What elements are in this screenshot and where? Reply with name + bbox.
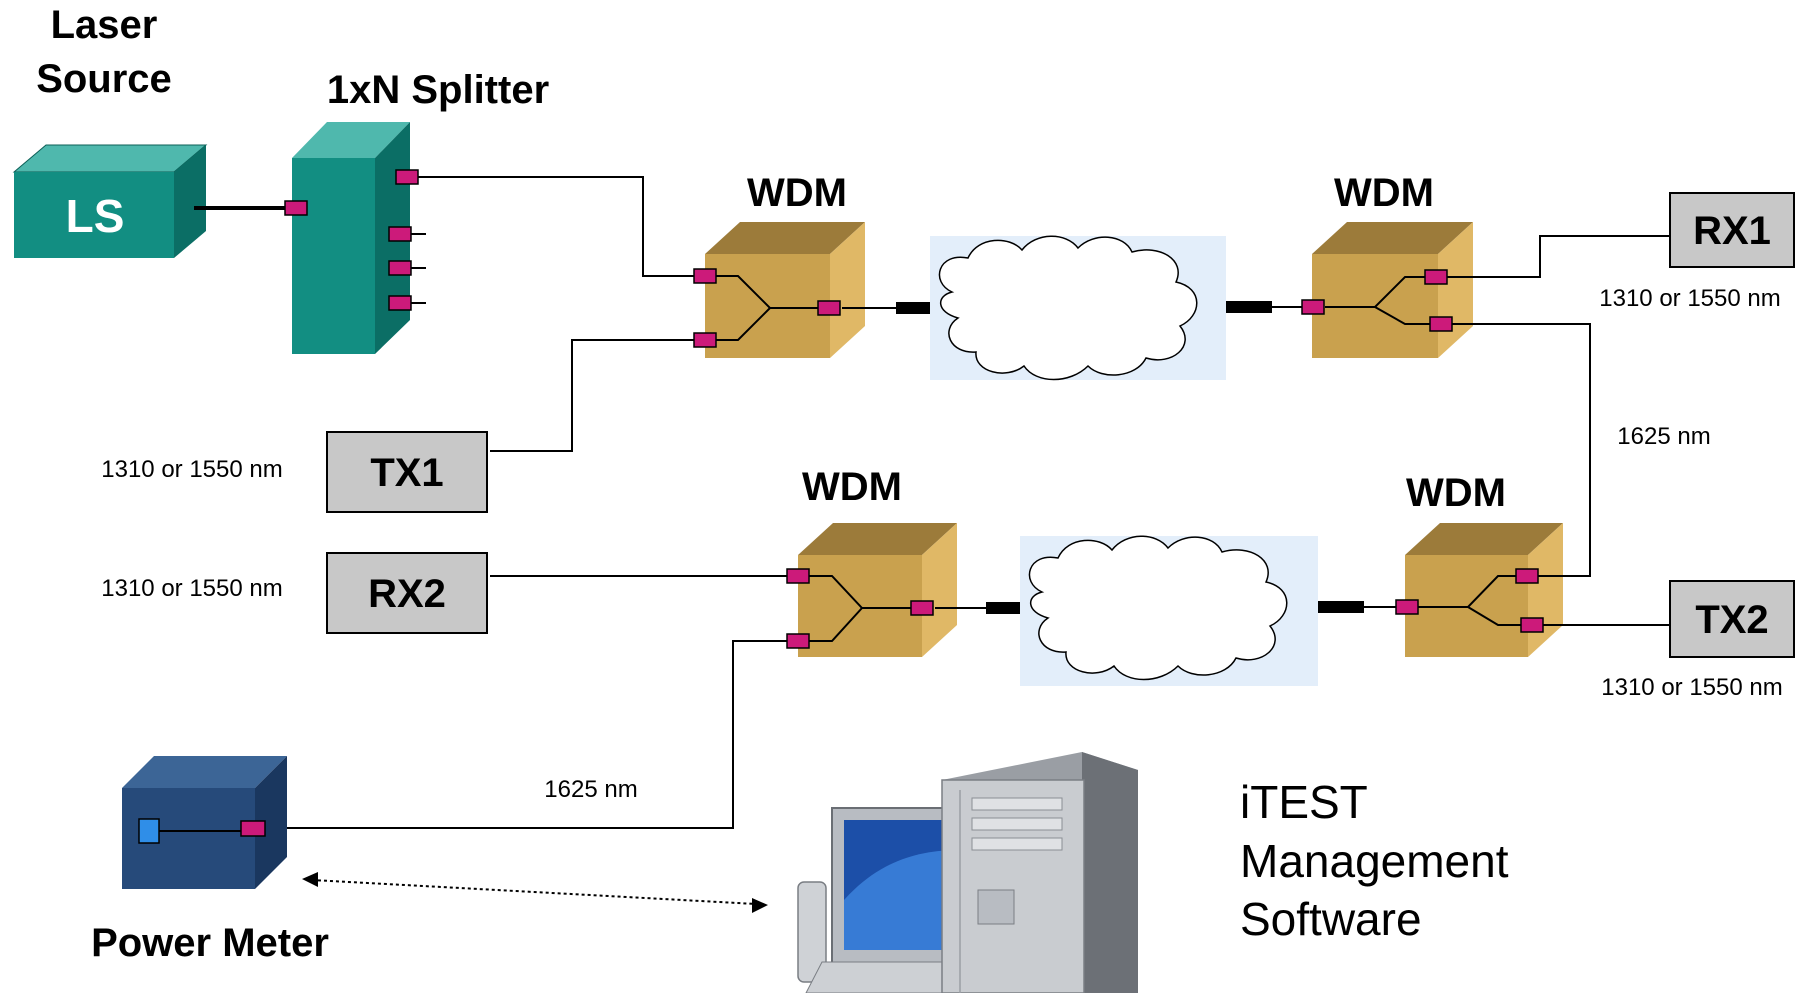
software-label-line1: iTEST xyxy=(1240,776,1368,828)
splitter-output-port-4 xyxy=(388,295,412,311)
fiber-connector-top-left xyxy=(896,302,930,314)
wdm-bottom-left xyxy=(798,523,957,657)
fiber-connector-bottom-right xyxy=(1318,601,1364,613)
splitter-input-port xyxy=(284,200,308,216)
management-computer-icon xyxy=(797,752,1138,993)
tx1-wavelength-label: 1310 or 1550 nm xyxy=(101,456,282,483)
rx2-label: RX2 xyxy=(368,572,446,616)
wdm-br-port-b xyxy=(1520,617,1544,633)
wdm-bl-port-b xyxy=(786,633,810,649)
wdm-bottom-right xyxy=(1405,523,1563,657)
wire-tx1-to-wdm xyxy=(490,339,694,452)
power-meter-detector-port xyxy=(138,818,160,844)
wdm-tl-port-a xyxy=(693,268,717,284)
splitter-output-port-3 xyxy=(388,260,412,276)
wire-1625-lower xyxy=(266,640,787,829)
tx2-wavelength-label: 1310 or 1550 nm xyxy=(1601,674,1782,701)
tx1-label: TX1 xyxy=(370,451,443,495)
tx1-box: TX1 xyxy=(326,431,488,513)
wdm-br-port-common xyxy=(1395,599,1419,615)
power-meter-box xyxy=(122,756,287,889)
laser-source-title-line1: Laser xyxy=(51,3,158,47)
wire-1625-upper xyxy=(1452,323,1591,577)
splitter-title: 1xN Splitter xyxy=(327,68,549,112)
laser-source-title-line2: Source xyxy=(36,57,172,101)
wdm-top-left xyxy=(705,222,865,358)
wdm-bl-port-a xyxy=(786,568,810,584)
wdm-tr-port-common xyxy=(1301,299,1325,315)
management-link-arrow xyxy=(302,872,768,913)
wdm-tl-port-common xyxy=(817,300,841,316)
rx1-wavelength-label: 1310 or 1550 nm xyxy=(1599,285,1780,312)
splitter-output-port-2 xyxy=(388,226,412,242)
rx1-label: RX1 xyxy=(1693,209,1771,253)
monitor-upper-wavelength-label: 1625 nm xyxy=(1617,423,1710,450)
power-meter-input-port xyxy=(240,820,266,837)
network-cloud-bottom xyxy=(1020,535,1318,686)
wdm-tr-port-a xyxy=(1424,269,1448,285)
laser-source-box: LS xyxy=(12,144,208,258)
wdm-top-right xyxy=(1312,222,1473,358)
power-meter-title: Power Meter xyxy=(91,921,329,965)
wdm-tr-port-b xyxy=(1429,316,1453,332)
network-cloud-top xyxy=(930,235,1226,381)
tx2-label: TX2 xyxy=(1695,598,1768,642)
tx2-box: TX2 xyxy=(1669,580,1795,658)
monitor-lower-wavelength-label: 1625 nm xyxy=(544,776,637,803)
wdm-bl-port-common xyxy=(910,600,934,616)
rx2-wavelength-label: 1310 or 1550 nm xyxy=(101,575,282,602)
rx2-box: RX2 xyxy=(326,552,488,634)
wire-wdm-to-rx1 xyxy=(1447,235,1670,278)
wire-splitter-to-wdm xyxy=(418,176,694,277)
wdm-title-top-left: WDM xyxy=(747,171,847,215)
software-label-line2: Management xyxy=(1240,835,1509,887)
wdm-tl-port-b xyxy=(693,332,717,348)
fiber-connector-bottom-left xyxy=(986,602,1020,614)
wdm-title-bottom-right: WDM xyxy=(1406,471,1506,515)
fiber-connector-top-right xyxy=(1226,301,1272,313)
splitter-output-port-1 xyxy=(395,169,419,185)
laser-source-label: LS xyxy=(66,190,125,242)
wdm-br-port-a xyxy=(1515,568,1539,584)
wdm-title-bottom-left: WDM xyxy=(802,465,902,509)
software-label-line3: Software xyxy=(1240,893,1422,945)
rx1-box: RX1 xyxy=(1669,192,1795,268)
wdm-title-top-right: WDM xyxy=(1334,171,1434,215)
